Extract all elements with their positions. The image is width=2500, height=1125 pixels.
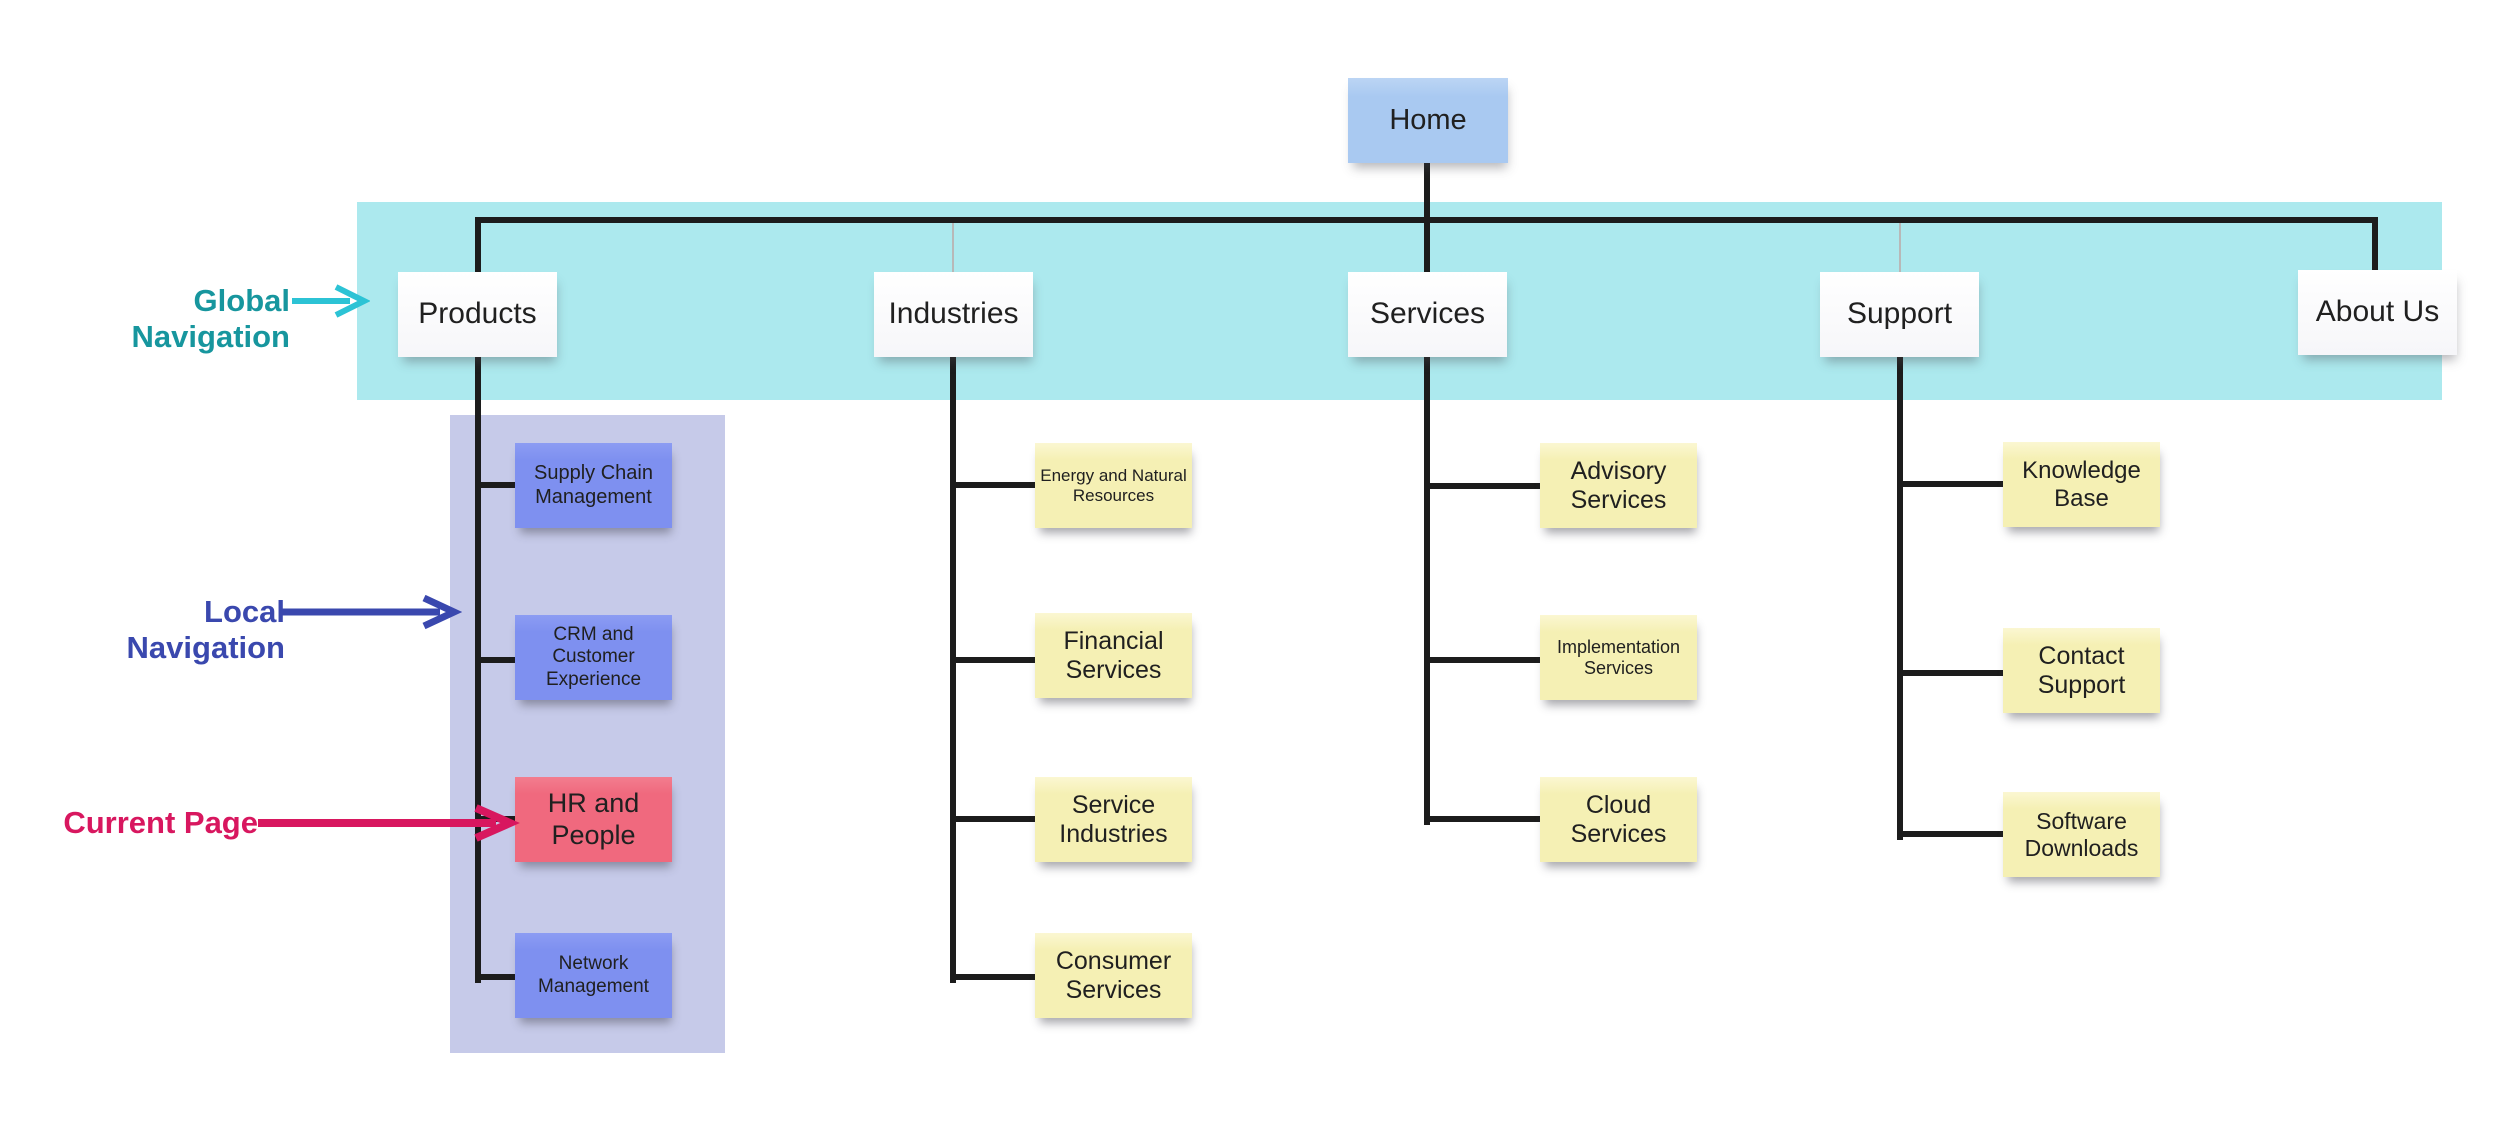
node-label: Advisory Services [1570,456,1667,514]
node-label: CRM and Customer Experience [545,624,642,690]
connector-branch [475,974,521,980]
node-label: Implementation Services [1556,636,1681,678]
node-services: Services [1348,272,1507,357]
connector-branch [1897,831,2009,837]
node-contact-support: Contact Support [2003,628,2160,713]
node-label: Home [1389,103,1467,136]
connector-branch [1424,816,1546,822]
connector-branch [950,974,1041,980]
global-navigation-label: Global Navigation [131,283,290,354]
current-page-label: Current Page [63,805,258,840]
node-label: HR and People [547,788,640,850]
node-label: Software Downloads [2024,807,2139,861]
node-supply-chain-management: Supply Chain Management [515,443,672,528]
connector-branch [1897,481,2009,487]
global-navigation-arrow-icon [292,279,370,323]
node-knowledge-base: Knowledge Base [2003,442,2160,527]
node-crm-and-customer-experience: CRM and Customer Experience [515,615,672,700]
node-consumer-services: Consumer Services [1035,933,1192,1018]
node-hr-and-people-current-page: HR and People [515,777,672,862]
node-service-industries: Service Industries [1035,777,1192,862]
node-label: Network Management [538,953,649,997]
node-label: Products [418,297,537,331]
connector-branch [475,482,521,488]
node-label: Contact Support [2037,641,2126,699]
connector-branch [950,482,1041,488]
connector-thin-support [1899,223,1901,273]
connector-branch [1424,657,1546,663]
node-network-management: Network Management [515,933,672,1018]
connector-col-products [475,357,481,983]
node-about-us: About Us [2298,270,2457,355]
node-label: Support [1846,297,1953,331]
current-page-arrow-icon [258,801,520,845]
node-software-downloads: Software Downloads [2003,792,2160,877]
node-label: Service Industries [1059,790,1168,848]
local-navigation-arrow-icon [282,590,462,634]
connector-drop-products [475,217,481,272]
connector-thin-industries [952,223,954,272]
node-home: Home [1348,78,1508,163]
connector-col-industries [950,357,956,983]
connector-col-support [1897,357,1903,840]
node-label: Financial Services [1063,626,1164,684]
connector-branch [1897,670,2009,676]
node-advisory-services: Advisory Services [1540,443,1697,528]
connector-col-services [1424,357,1430,825]
node-financial-services: Financial Services [1035,613,1192,698]
node-label: Consumer Services [1055,946,1172,1004]
connector-home-services [1424,163,1430,273]
node-energy-and-natural-resources: Energy and Natural Resources [1035,443,1192,528]
node-support: Support [1820,272,1979,357]
node-cloud-services: Cloud Services [1540,777,1697,862]
node-label: Energy and Natural Resources [1040,465,1187,505]
node-label: Cloud Services [1570,790,1667,848]
node-products: Products [398,272,557,357]
connector-drop-aboutus [2372,217,2378,270]
node-label: Knowledge Base [2022,456,2141,512]
node-label: Supply Chain Management [534,462,653,508]
connector-branch [950,816,1041,822]
connector-branch [950,657,1041,663]
node-label: About Us [2315,295,2440,329]
node-label: Industries [888,297,1019,331]
node-label: Services [1369,297,1486,331]
local-navigation-label: Local Navigation [126,594,285,665]
node-implementation-services: Implementation Services [1540,615,1697,700]
connector-branch [1424,483,1546,489]
connector-branch [475,657,521,663]
node-industries: Industries [874,272,1033,357]
